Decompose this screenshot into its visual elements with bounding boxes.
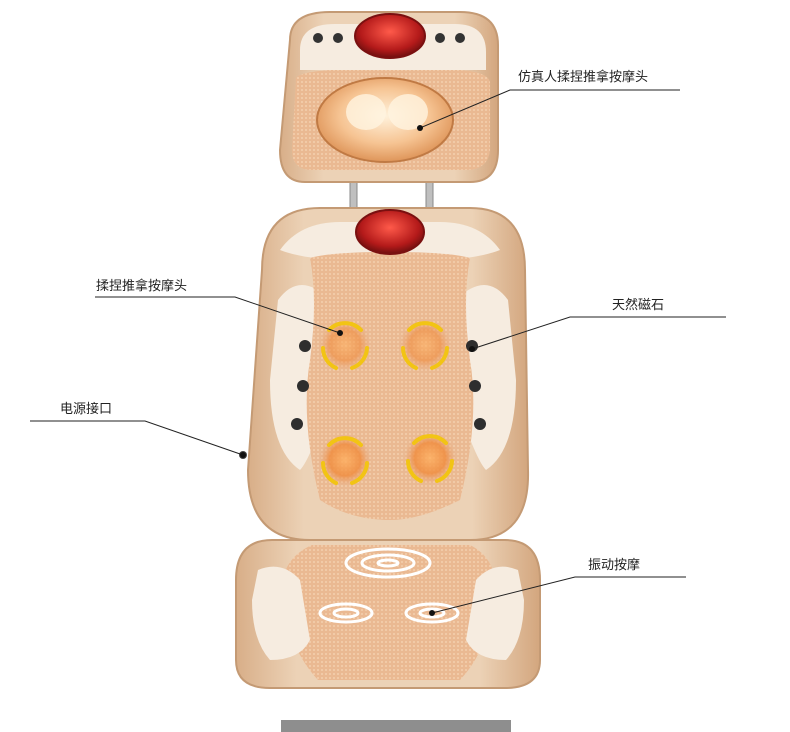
seat-cushion	[235, 539, 541, 689]
callout-head-massage: 仿真人揉捏推拿按摩头	[518, 70, 649, 85]
callout-power-port: 电源接口	[60, 402, 113, 417]
magnet-right-3	[474, 418, 486, 430]
vibration-icon-top	[344, 547, 432, 579]
backrest	[239, 207, 530, 541]
leader-dots	[240, 125, 475, 616]
kneading-ring-lower-right	[406, 434, 454, 483]
magnet-left-1	[299, 340, 311, 352]
backrest-heat-lamp	[355, 209, 425, 255]
leader-line-head-massage	[419, 89, 680, 129]
headrest-magnet-right-1	[435, 33, 445, 43]
vibration-icon-right	[404, 602, 460, 624]
headrest-magnet-left-2	[333, 33, 343, 43]
magnet-left-2	[297, 380, 309, 392]
leader-lines	[30, 89, 726, 614]
callout-magnets: 天然磁石	[612, 298, 665, 313]
kneading-ring-upper-right	[401, 321, 449, 370]
leader-line-vibration	[431, 576, 686, 614]
headrest-kneading-head	[316, 77, 454, 163]
bottom-divider-bar	[281, 720, 511, 732]
headrest-heat-lamp	[354, 13, 426, 59]
vibration-icon-left	[318, 602, 374, 624]
leader-line-magnets	[471, 316, 726, 350]
magnet-left-3	[291, 418, 303, 430]
magnet-right-2	[469, 380, 481, 392]
kneading-ring-lower-left	[321, 436, 369, 485]
callout-vibration: 振动按摩	[588, 558, 641, 573]
headrest-magnet-left-1	[313, 33, 323, 43]
leader-line-power-port	[30, 420, 244, 456]
headrest-magnet-right-2	[455, 33, 465, 43]
callout-kneading-head: 揉捏推拿按摩头	[96, 279, 188, 294]
headrest	[278, 11, 499, 183]
kneading-ring-upper-left	[321, 321, 369, 370]
leader-line-kneading-head	[95, 296, 341, 334]
